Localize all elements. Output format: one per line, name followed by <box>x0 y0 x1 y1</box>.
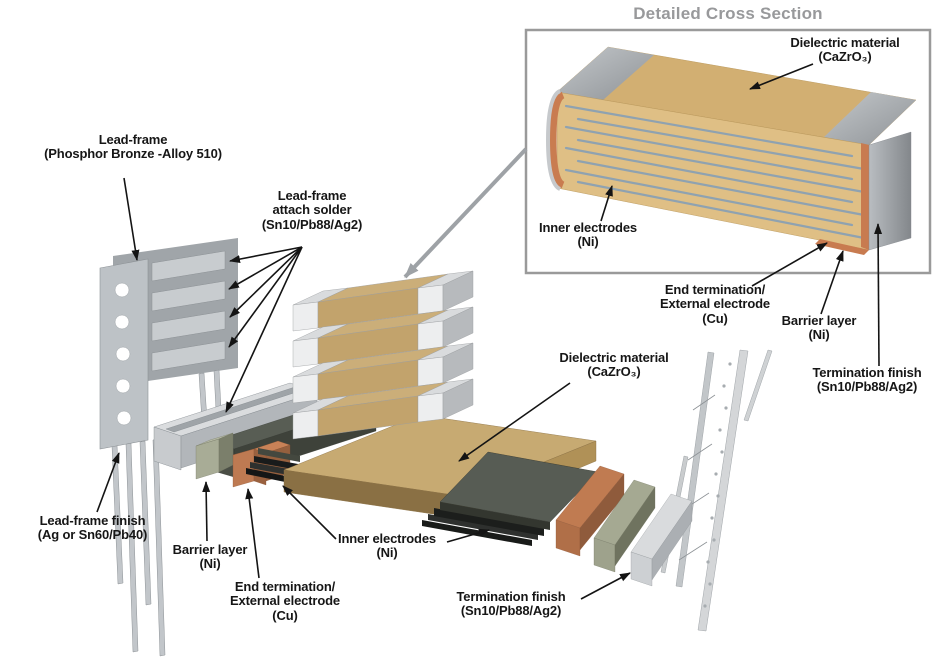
label-line: (Sn10/Pb88/Ag2) <box>261 216 363 232</box>
termination-finish-bar-right <box>630 493 693 587</box>
label-line: (Cu) <box>702 310 728 326</box>
label-detail-inner-electrodes: Inner electrodes (Ni) <box>528 220 648 250</box>
inner-electrode-lines <box>564 104 866 240</box>
lead-frame-holes <box>114 282 132 426</box>
chip-stack <box>292 270 474 440</box>
label-detail-barrier-layer: Barrier layer (Ni) <box>772 313 866 343</box>
inner-electrode-stack-right <box>422 451 599 546</box>
label-line: End termination/ <box>234 579 336 594</box>
label-inner-electrodes: Inner electrodes (Ni) <box>328 531 446 561</box>
label-barrier-layer: Barrier layer (Ni) <box>158 542 262 572</box>
label-line: (Ni) <box>577 234 599 250</box>
detail-box <box>524 28 932 275</box>
inner-electrode-sheets-left <box>246 448 300 483</box>
lead-frame-plates-right <box>660 349 773 632</box>
detail-chip <box>545 46 917 255</box>
label-dielectric-material: Dielectric material (CaZrO₃) <box>544 350 684 380</box>
label-line: (Phosphor Bronze -Alloy 510) <box>44 146 222 162</box>
detail-section-title: Detailed Cross Section <box>633 4 823 23</box>
label-line: (Ni) <box>376 545 398 561</box>
copper-ring-right <box>861 143 869 250</box>
label-line: External electrode <box>229 593 340 609</box>
label-line: Inner electrodes <box>337 531 437 546</box>
label-line: Barrier layer <box>172 542 248 557</box>
label-line: Dielectric material <box>559 350 669 365</box>
label-line: (Ni) <box>199 556 221 572</box>
label-line: Lead-frame <box>277 188 347 203</box>
label-end-termination: End termination/ External electrode (Cu) <box>222 579 348 623</box>
label-termination-finish: Termination finish (Sn10/Pb88/Ag2) <box>442 589 580 619</box>
label-lead-frame-finish: Lead-frame finish (Ag or Sn60/Pb40) <box>15 513 170 543</box>
termination-rim-left <box>545 89 562 191</box>
label-line: External electrode <box>659 296 770 312</box>
label-detail-termination-finish: Termination finish (Sn10/Pb88/Ag2) <box>800 365 934 395</box>
label-detail-dielectric: Dielectric material (CaZrO₃) <box>770 35 920 65</box>
label-line: (Cu) <box>272 607 298 623</box>
barrier-bar-right <box>593 479 656 573</box>
label-line: (Sn10/Pb88/Ag2) <box>460 603 562 619</box>
label-line: Dielectric material <box>790 35 900 50</box>
label-line: End termination/ <box>664 282 766 297</box>
lead-frame-fingers <box>151 250 226 372</box>
label-line: Inner electrodes <box>538 220 638 235</box>
label-line: attach solder <box>272 202 352 218</box>
magnifier-arrow <box>403 147 528 279</box>
label-line: Lead-frame <box>98 132 168 147</box>
label-lead-frame-attach-solder: Lead-frame attach solder (Sn10/Pb88/Ag2) <box>247 188 377 232</box>
label-line: (Sn10/Pb88/Ag2) <box>816 379 918 395</box>
perforated-plate-dots <box>703 362 732 608</box>
label-line: (Ni) <box>808 327 830 343</box>
label-line: Lead-frame finish <box>39 513 146 528</box>
copper-bar-right <box>555 465 625 557</box>
label-line: Termination finish <box>812 365 922 380</box>
leader-arrows <box>96 63 883 600</box>
copper-ring-left <box>549 91 565 189</box>
label-detail-end-termination: End termination/ External electrode (Cu) <box>652 282 778 326</box>
barrier-bar-sage-end <box>195 432 234 480</box>
label-lead-frame: Lead-frame (Phosphor Bronze -Alloy 510) <box>22 132 244 162</box>
label-line: (CaZrO₃) <box>818 49 872 65</box>
label-line: Termination finish <box>456 589 566 604</box>
label-line: Barrier layer <box>781 313 857 328</box>
label-line: (Ag or Sn60/Pb40) <box>37 527 148 543</box>
label-line: (CaZrO₃) <box>587 364 641 380</box>
